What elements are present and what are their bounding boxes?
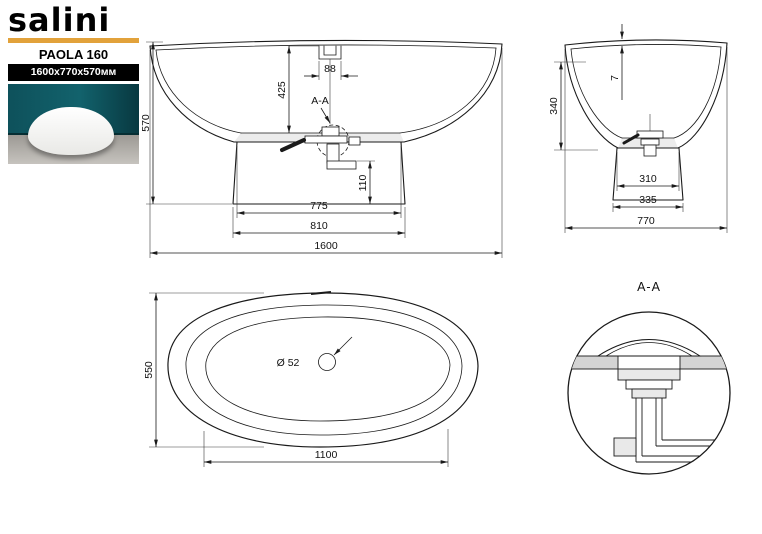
dim-label-depth: 425 — [276, 81, 288, 99]
dim-label-drain-diameter: Ø 52 — [277, 357, 300, 369]
section-view: A-A — [567, 280, 731, 475]
extension-line — [564, 47, 728, 233]
dim-label-side-base-bottom: 335 — [639, 194, 657, 206]
side-rim-inner — [570, 44, 722, 50]
top-view: Ø 52 550 1100 — [143, 291, 479, 467]
dim-label-overall-length: 1600 — [314, 240, 338, 252]
dim-side-overall-width: 770 — [564, 47, 728, 233]
waste-vertical-pipe — [635, 398, 663, 462]
waste-pipe-horizontal — [304, 135, 348, 144]
dim-side-depth: 340 — [548, 61, 598, 151]
dim-side-rim-thickness: 7 — [609, 24, 624, 100]
front-right-wall-inner — [399, 47, 497, 134]
dim-front-drain-height: 110 — [357, 160, 375, 204]
extension-line — [149, 48, 503, 258]
waste-pipe-right — [348, 136, 361, 146]
waste-elbow — [326, 160, 357, 170]
overall-size-badge: 1600x770x570мм — [8, 64, 139, 81]
dim-label-side-depth: 340 — [548, 97, 560, 115]
waste-outlet-pipe — [636, 439, 730, 463]
waste-cap-inner-line — [605, 342, 693, 357]
dim-label-base-bottom: 810 — [310, 220, 328, 232]
front-overflow-box — [318, 45, 342, 60]
side-left-wall-outer — [564, 44, 619, 149]
front-view: 570 425 88 A-A 110 — [140, 39, 503, 258]
side-right-wall-inner — [673, 46, 722, 139]
side-waste-nut — [640, 138, 660, 146]
dim-label-side-base-top: 310 — [639, 173, 657, 185]
side-rim-outer — [564, 39, 728, 46]
dim-label-drain-height: 110 — [357, 174, 369, 191]
waste-body — [321, 126, 340, 137]
front-left-wall-inner — [155, 49, 242, 134]
dim-front-height: 570 — [140, 41, 232, 205]
side-view: 340 7 310 335 770 — [548, 24, 728, 233]
drain-hole — [318, 353, 336, 371]
dim-side-base-bottom: 335 — [612, 194, 684, 212]
extension-line — [236, 146, 402, 218]
logo-accent-bar — [8, 38, 139, 43]
dim-front-overflow-width: 88 — [304, 61, 358, 80]
dim-front-depth: 425 — [276, 45, 319, 133]
product-photo — [8, 84, 139, 164]
dim-front-base-top: 775 — [236, 146, 402, 218]
photo-bathtub — [28, 107, 114, 155]
dim-label-plan-base-length: 1100 — [315, 449, 338, 461]
section-callout-text: A-A — [311, 95, 329, 107]
drain-leader-arrow — [333, 336, 353, 356]
dim-label-height: 570 — [140, 114, 152, 132]
extension-line — [616, 152, 680, 191]
plan-bowl-inner — [205, 316, 451, 422]
section-detail-circle — [567, 311, 731, 475]
section-callout-leader — [320, 107, 331, 124]
side-left-wall-inner — [570, 48, 623, 139]
waste-downpipe — [326, 143, 340, 164]
dim-label-plan-width: 550 — [143, 361, 155, 379]
section-title: A-A — [637, 280, 661, 294]
plan-outline-outer — [167, 292, 479, 448]
dim-plan-base-length: 1100 — [203, 429, 449, 467]
waste-cap-dome — [596, 339, 702, 357]
waste-lock-nut — [625, 379, 673, 390]
side-waste-body — [636, 130, 664, 139]
waste-cleanout-cap — [613, 437, 637, 457]
dim-plan-inner-width: 550 — [143, 292, 264, 448]
side-right-wall-outer — [677, 42, 728, 149]
extension-line — [149, 292, 264, 448]
front-rim-inner — [155, 44, 497, 51]
side-waste-spout — [622, 133, 640, 145]
plan-rim-inner — [185, 304, 463, 436]
section-detail-content — [568, 339, 730, 463]
front-right-wall-outer — [403, 43, 503, 143]
brand-logo: salini — [8, 1, 111, 39]
waste-flange — [617, 368, 681, 381]
section-callout-label: A-A — [311, 95, 331, 124]
front-rim-outer — [149, 39, 503, 47]
plan-overflow-mark — [310, 291, 332, 295]
dim-front-overall-length: 1600 — [149, 48, 503, 258]
dim-label-side-overall-width: 770 — [637, 215, 655, 227]
dim-label-overflow: 88 — [324, 63, 336, 75]
deck-cut-left — [568, 355, 619, 370]
model-name: PAOLA 160 — [38, 47, 109, 62]
front-base-pedestal — [232, 141, 406, 205]
waste-body-nut — [631, 388, 667, 399]
waste-spout — [280, 138, 306, 152]
dim-front-base-bottom: 810 — [232, 207, 406, 238]
side-waste-downpipe — [643, 144, 657, 157]
dim-label-base-top: 775 — [310, 200, 328, 212]
deck-cut-right — [679, 355, 730, 370]
dim-side-base-top: 310 — [616, 152, 680, 191]
brand-block: salini PAOLA 160 1600x770x570мм — [8, 2, 139, 164]
side-base-pedestal — [612, 147, 684, 201]
dim-label-rim-thickness: 7 — [609, 75, 621, 81]
